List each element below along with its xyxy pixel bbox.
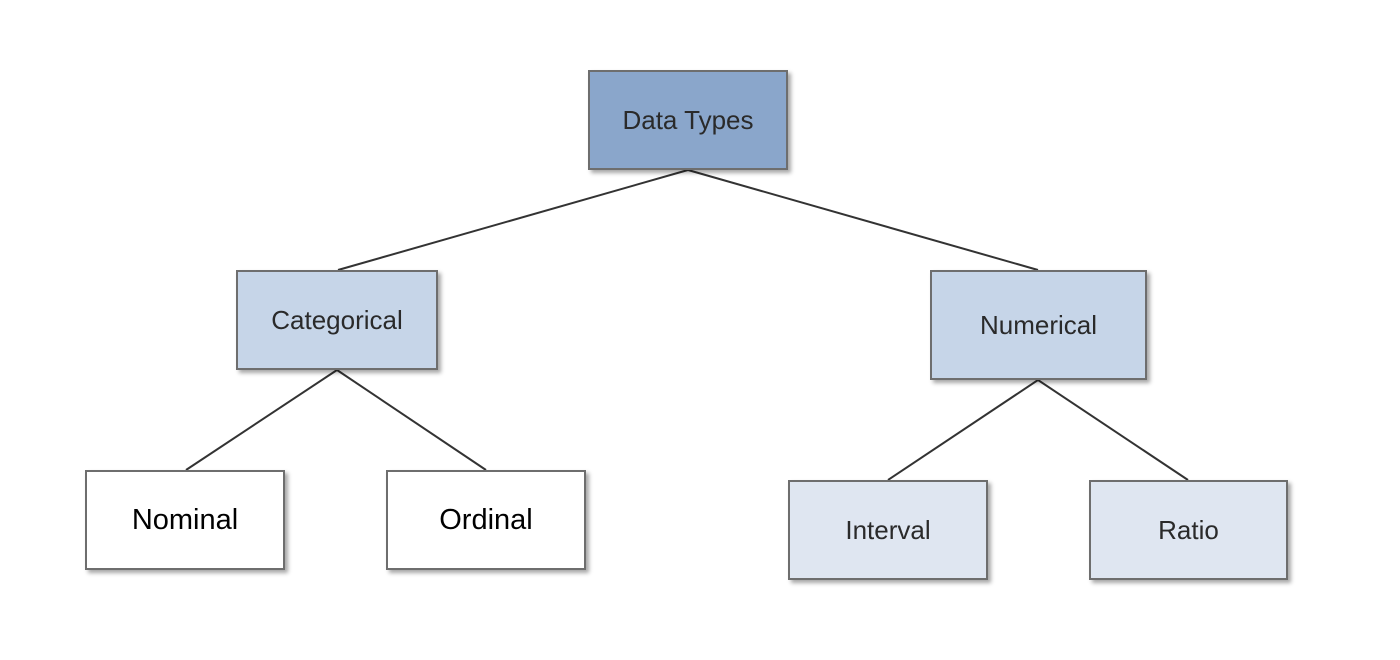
numerical-label: Numerical [979, 309, 1098, 340]
node-ordinal: Ordinal [386, 470, 586, 570]
ratio-label: Ratio [1158, 514, 1219, 545]
edge-numerical-interval [887, 379, 1039, 481]
edge-numerical-ratio [1037, 379, 1189, 481]
ordinal-label: Ordinal [439, 503, 533, 536]
categorical-label: Categorical [271, 304, 403, 335]
node-ratio: Ratio [1089, 480, 1288, 580]
edge-categorical-nominal [185, 369, 338, 471]
node-numerical: Numerical [930, 270, 1147, 380]
node-nominal: Nominal [85, 470, 285, 570]
node-interval: Interval [788, 480, 988, 580]
node-categorical: Categorical [236, 270, 438, 370]
root-node-data-types: Data Types [588, 70, 788, 170]
edge-root-categorical [337, 169, 689, 271]
edge-categorical-ordinal [336, 369, 487, 471]
root-node-label: Data Types [622, 104, 754, 135]
interval-label: Interval [845, 514, 931, 545]
edge-root-numerical [687, 169, 1039, 271]
nominal-label: Nominal [131, 503, 239, 536]
